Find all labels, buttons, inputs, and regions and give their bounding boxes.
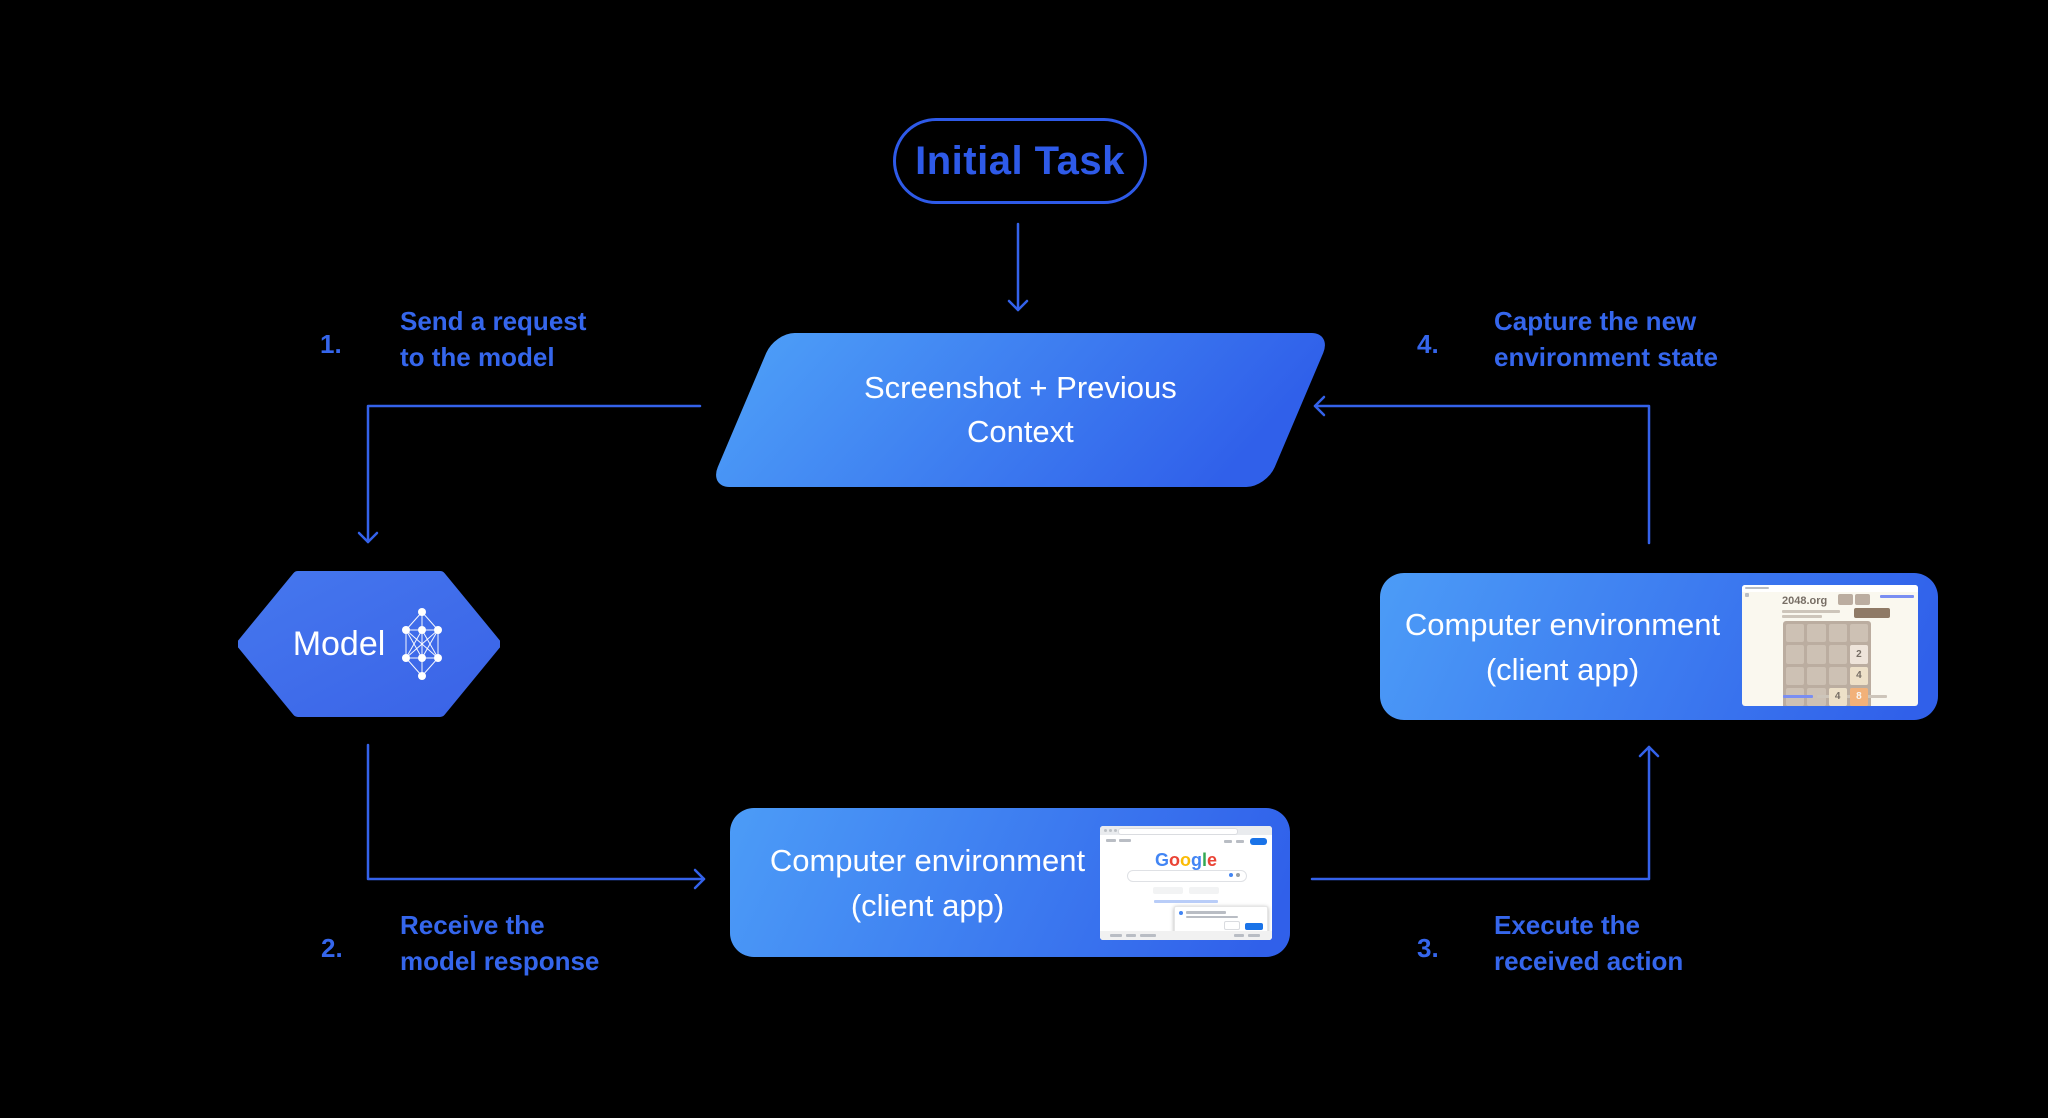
game-cell [1786,666,1805,685]
screenshot-context-node: Screenshot + Previous Context [709,333,1332,487]
step-3-label: Execute the received action [1494,910,1684,976]
step-2-number: 2. [321,933,343,963]
model-label: Model [292,624,386,663]
score-box [1838,594,1853,605]
browser-chrome-bar [1742,585,1918,592]
game-cell [1807,624,1826,643]
screenshot-context-line1: Screenshot + Previous [864,370,1177,405]
game-cell [1807,645,1826,664]
game-tile-8: 8 [1849,687,1868,706]
dialog-primary-button [1245,923,1263,930]
game-cell [1786,645,1805,664]
game-cell [1828,666,1847,685]
google-search-button [1153,887,1183,894]
google-footer [1100,931,1272,940]
screenshot-context-line2: Context [967,414,1074,449]
address-bar [1118,828,1238,835]
feeling-lucky-button [1189,887,1219,894]
game-tile-4: 4 [1828,687,1847,706]
computer-environment-node-right: Computer environment (client app) 2048.o… [1380,573,1938,720]
browser-chrome-bar [1100,826,1272,835]
game-cell [1849,624,1868,643]
step-1-label: Send a request to the model [400,306,587,372]
game-cell [1807,687,1826,706]
step-4-label: Capture the new environment state [1494,306,1718,372]
dialog-secondary-button [1224,921,1240,930]
arrow-context-to-model [366,404,702,544]
new-game-button [1854,608,1890,618]
sign-in-button [1250,838,1267,845]
step-1-number: 1. [320,329,342,359]
google-offered-link [1154,900,1218,903]
env-right-line1: Computer environment [1404,606,1721,642]
initial-task-label: Initial Task [915,138,1125,183]
step-2-label: Receive the model response [400,910,600,976]
hexagon-shape [237,571,501,717]
link-text [1880,595,1914,598]
env-bottom-line2: (client app) [850,887,1005,923]
google-logo: Google [1154,850,1218,870]
game-cell [1828,645,1847,664]
best-box [1855,594,1870,605]
game-title: 2048.org [1782,595,1828,607]
arrow-env-to-env [1310,745,1651,881]
step-4-number: 4. [1417,329,1439,359]
google-search-box [1127,870,1247,882]
how-to-play-link [1783,695,1813,698]
env-right-line2: (client app) [1485,651,1640,687]
game-tile-2: 2 [1849,645,1868,664]
neural-network-icon [402,608,443,680]
env-bottom-line1: Computer environment [769,842,1086,878]
initial-task-node: Initial Task [893,118,1147,204]
game-cell [1786,624,1805,643]
game-tile-4: 4 [1849,666,1868,685]
browser-screenshot-google: Google [1100,826,1272,940]
step-3-number: 3. [1417,933,1439,963]
game-cell [1807,666,1826,685]
computer-environment-node-bottom: Computer environment (client app) Google [730,808,1290,957]
arrow-env-to-context [1313,404,1651,545]
game-cell [1828,624,1847,643]
arrow-model-to-env [366,743,706,881]
model-node: Model [237,569,501,719]
